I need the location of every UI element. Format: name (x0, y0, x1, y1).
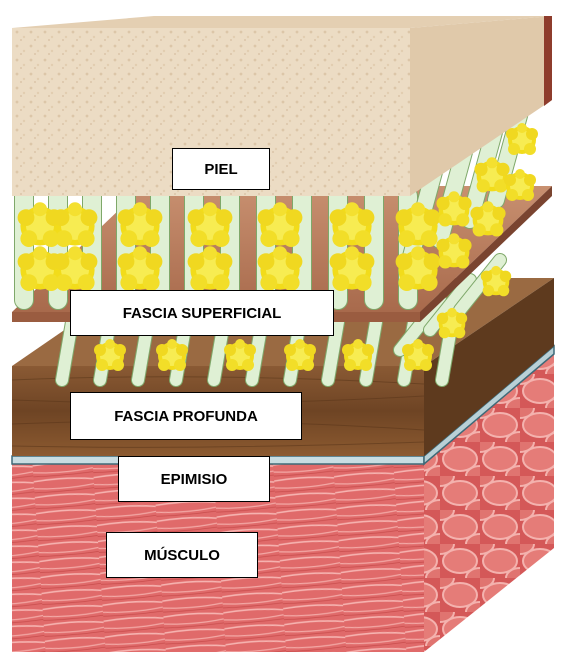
label-piel: PIEL (172, 148, 270, 190)
label-musculo: MÚSCULO (106, 532, 258, 578)
label-fascia-superficial: FASCIA SUPERFICIAL (70, 290, 334, 336)
skin-edge (544, 16, 552, 106)
label-fascia-profunda: FASCIA PROFUNDA (70, 392, 302, 440)
label-epimisio: EPIMISIO (118, 456, 270, 502)
